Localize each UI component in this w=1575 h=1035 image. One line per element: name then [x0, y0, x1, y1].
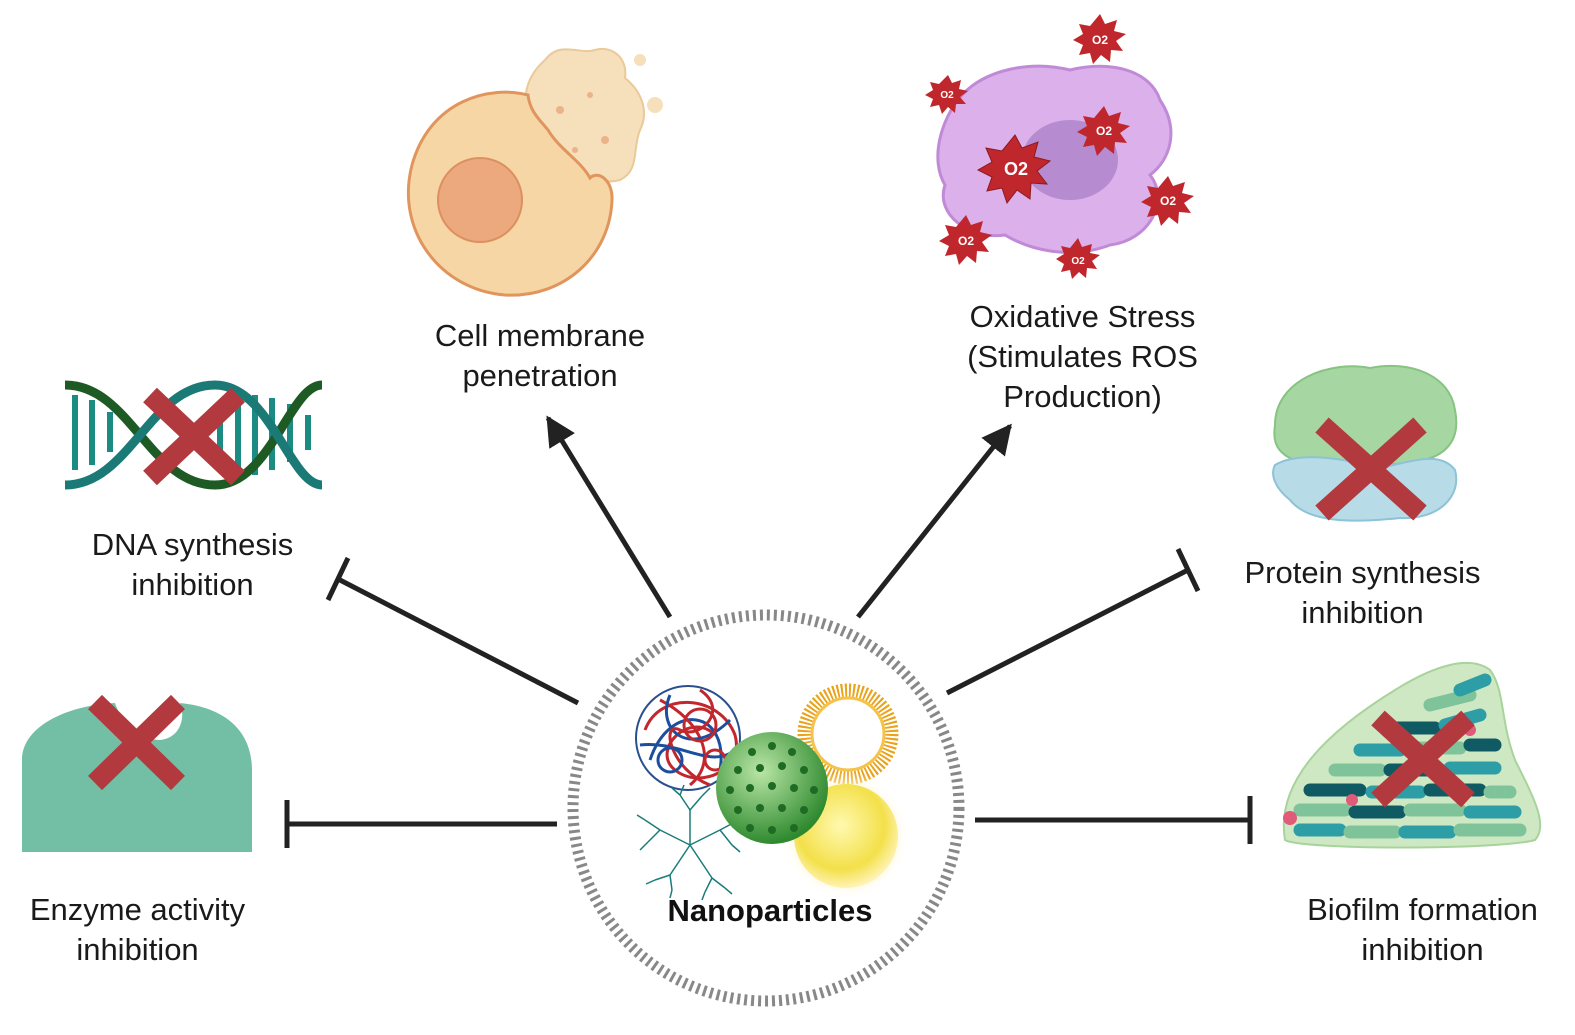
oxidative-label: Oxidative Stress (Stimulates ROS Product…: [920, 297, 1245, 417]
ros-label: O2: [1160, 194, 1176, 208]
biofilm-label-line2: inhibition: [1361, 932, 1484, 967]
ribosome-icon: [1272, 364, 1458, 522]
ros-burst-small: O2: [925, 75, 968, 114]
ros-burst-large: O2: [976, 134, 1052, 205]
dna-helix-icon: [64, 380, 323, 490]
ros-burst-small: O2: [1077, 106, 1130, 156]
ros-label: O2: [1071, 256, 1085, 267]
ros-burst-small: O2: [1073, 14, 1126, 64]
dendrimer-icon: [636, 784, 743, 901]
membrane-label: Cell membrane penetration: [380, 316, 700, 396]
connector-dna-inhibit: [325, 556, 580, 706]
dna-label-line1: DNA synthesis: [91, 527, 294, 562]
protein-label-line2: inhibition: [1301, 595, 1424, 630]
connector-biofilm-inhibit: [975, 796, 1253, 844]
connector-enzyme-inhibit: [284, 800, 557, 848]
ros-label: O2: [1004, 159, 1028, 179]
burst-cell-icon: [406, 47, 663, 297]
polymer-nanoparticle-icon: [635, 685, 741, 791]
cross-icon: [1315, 417, 1427, 521]
enzyme-icon: [22, 703, 252, 852]
cross-icon: [88, 694, 185, 791]
nanoparticle-dashed-ring: [567, 609, 965, 1007]
ros-label: O2: [958, 234, 974, 248]
enzyme-label-line2: inhibition: [76, 932, 199, 967]
nanoparticles-label: Nanoparticles: [667, 893, 873, 928]
oxidative-label-line2: (Stimulates ROS: [967, 339, 1198, 374]
connector-oxidative-arrow: [856, 423, 1012, 619]
ros-label: O2: [1096, 124, 1112, 138]
protein-label-line1: Protein synthesis: [1244, 555, 1481, 590]
ros-burst-small: O2: [1141, 176, 1194, 226]
connector-membrane-arrow: [545, 415, 673, 619]
membrane-label-line2: penetration: [462, 358, 618, 393]
cross-icon: [1371, 710, 1475, 808]
protein-label: Protein synthesis inhibition: [1210, 553, 1515, 633]
enzyme-label-line1: Enzyme activity: [29, 892, 246, 927]
ros-burst-small: O2: [939, 215, 992, 265]
oxidative-label-line1: Oxidative Stress: [969, 299, 1196, 334]
cross-icon: [143, 387, 245, 486]
ros-label: O2: [940, 90, 954, 101]
silica-nanoparticle-icon: [716, 732, 828, 844]
membrane-label-line1: Cell membrane: [434, 318, 646, 353]
biofilm-label: Biofilm formation inhibition: [1275, 890, 1570, 970]
enzyme-label: Enzyme activity inhibition: [0, 890, 275, 970]
oxidative-label-line3: Production): [1003, 379, 1162, 414]
dna-label: DNA synthesis inhibition: [50, 525, 335, 605]
ros-label: O2: [1092, 33, 1108, 47]
biofilm-label-line1: Biofilm formation: [1307, 892, 1538, 927]
dna-label-line2: inhibition: [131, 567, 254, 602]
connector-protein-inhibit: [945, 547, 1201, 696]
ros-burst-small: O2: [1056, 238, 1100, 279]
